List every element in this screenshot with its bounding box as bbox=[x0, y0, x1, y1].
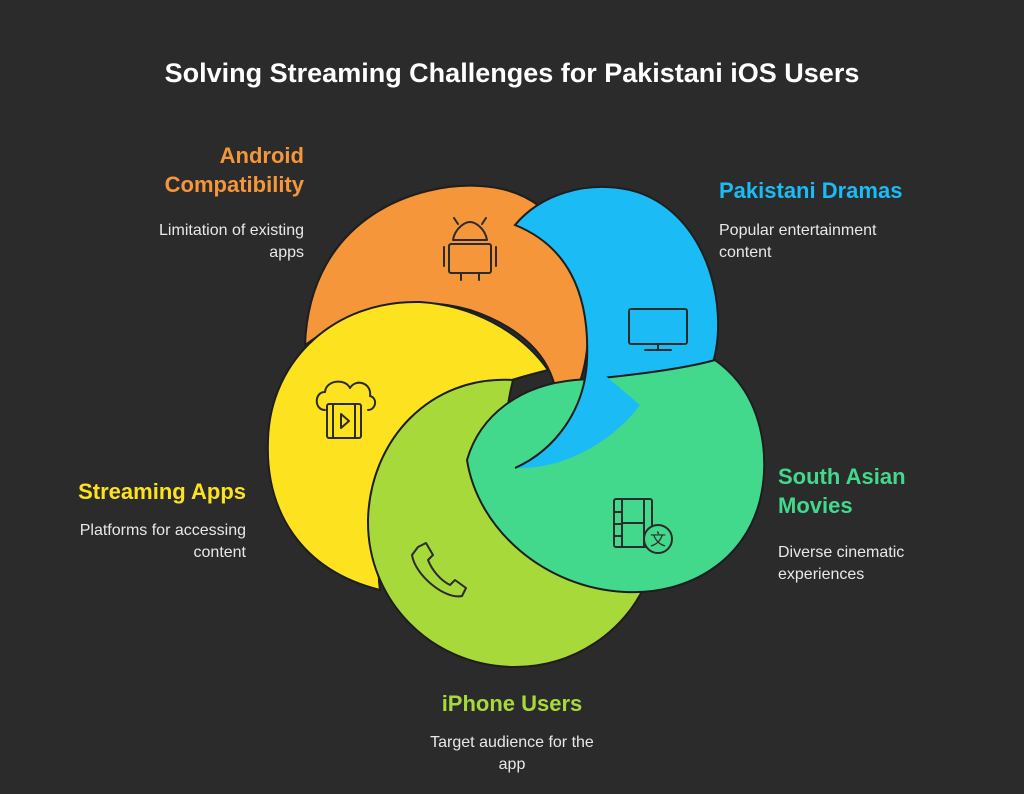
desc-streaming-line2: content bbox=[193, 544, 246, 561]
desc-iphone-line1: Target audience for the bbox=[430, 734, 594, 751]
desc-android: Limitation of existing apps bbox=[104, 220, 304, 264]
phone-icon bbox=[411, 542, 467, 598]
label-movies-line1: South Asian bbox=[778, 464, 906, 489]
desc-streaming: Platforms for accessing content bbox=[26, 520, 246, 564]
cloud-video-icon bbox=[315, 380, 376, 439]
desc-movies-line2: experiences bbox=[778, 566, 865, 583]
segment-dramas-tail bbox=[515, 360, 640, 469]
label-movies: South Asian Movies bbox=[778, 462, 998, 520]
desc-dramas-line1: Popular entertainment bbox=[719, 222, 877, 239]
svg-text:文: 文 bbox=[650, 530, 666, 549]
desc-android-line2: apps bbox=[269, 244, 304, 261]
page-title: Solving Streaming Challenges for Pakista… bbox=[164, 58, 860, 88]
segment-dramas-edge bbox=[514, 359, 588, 469]
label-streaming: Streaming Apps bbox=[78, 479, 246, 504]
desc-movies-line1: Diverse cinematic bbox=[778, 544, 905, 561]
desc-dramas: Popular entertainment content bbox=[719, 220, 979, 264]
desc-dramas-line2: content bbox=[719, 244, 772, 261]
label-android-line2: Compatibility bbox=[164, 172, 304, 197]
tv-monitor-icon bbox=[628, 308, 688, 351]
desc-android-line1: Limitation of existing bbox=[159, 222, 304, 239]
label-movies-line2: Movies bbox=[778, 493, 853, 518]
desc-iphone: Target audience for the app bbox=[362, 732, 662, 776]
segment-movies[interactable] bbox=[465, 358, 766, 594]
label-iphone: iPhone Users bbox=[441, 691, 583, 716]
label-android-line1: Android bbox=[219, 143, 304, 168]
label-dramas: Pakistani Dramas bbox=[719, 178, 903, 203]
label-android: Android Compatibility bbox=[104, 141, 304, 199]
desc-streaming-line1: Platforms for accessing bbox=[79, 522, 246, 539]
desc-iphone-line2: app bbox=[498, 756, 526, 773]
film-translate-icon: 文 bbox=[613, 498, 673, 554]
desc-movies: Diverse cinematic experiences bbox=[778, 542, 998, 586]
android-icon bbox=[443, 217, 497, 281]
